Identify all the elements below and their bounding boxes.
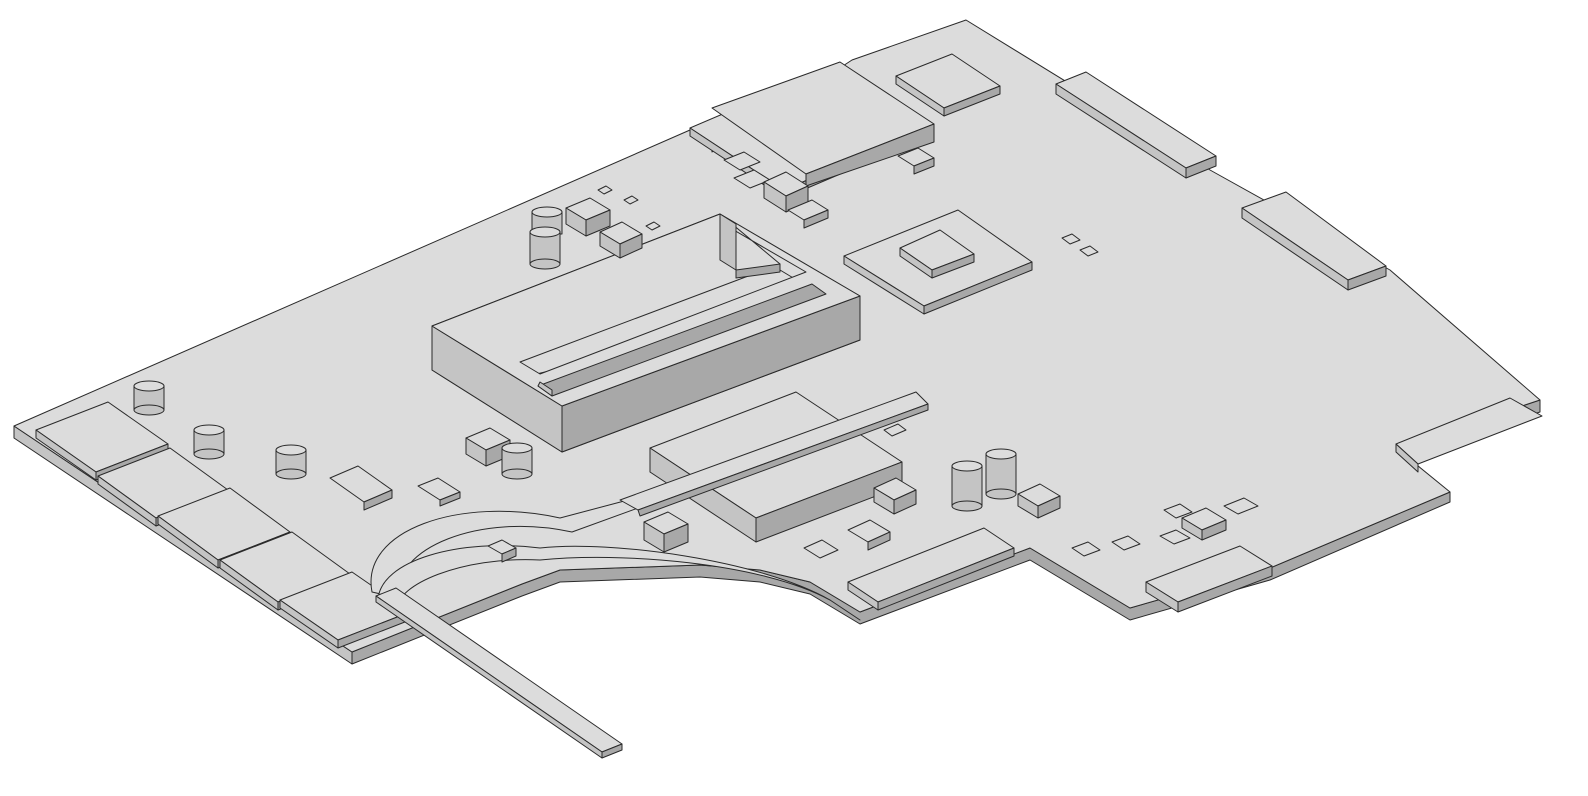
capacitor-8-top <box>985 448 1017 460</box>
smd-box-11-front <box>1037 495 1061 519</box>
capacitor-6-top <box>529 226 561 238</box>
slot-arm-inner-wall-2 <box>735 263 781 279</box>
smd-flat-6 <box>1163 503 1193 519</box>
gpu-substrate-front <box>923 261 1033 315</box>
smd-box-12-front <box>1201 519 1227 541</box>
right-connector-2-front <box>1347 265 1387 291</box>
smd-flat-2-front <box>867 531 891 551</box>
bottom-connector-2-front <box>1177 565 1273 613</box>
capacitor-2-top <box>193 424 225 436</box>
smd-box-2-front <box>619 233 643 259</box>
capacitor-1-bottom <box>133 404 165 416</box>
capacitor-8-bottom <box>985 488 1017 500</box>
capacitor-4 <box>501 442 533 480</box>
capacitor-5-top <box>531 206 563 218</box>
smd-small-1-front <box>501 547 517 563</box>
capacitor-7 <box>951 460 983 512</box>
smd-box-6-front <box>803 209 829 229</box>
smd-flat-7 <box>1159 529 1191 545</box>
capacitor-8 <box>985 448 1017 500</box>
capacitor-6 <box>529 226 561 270</box>
bottom-connectors <box>847 527 1273 613</box>
capacitor-7-bottom <box>951 500 983 512</box>
smd-box-3 <box>723 151 761 171</box>
slot-top-face <box>431 213 861 407</box>
smd-pair-1 <box>1061 233 1081 245</box>
capacitor-1-top <box>133 380 165 392</box>
smd-box-7-front <box>913 157 935 175</box>
left-edge-connectors <box>35 401 411 649</box>
capacitor-1 <box>133 380 165 416</box>
capacitor-2-bottom <box>193 448 225 460</box>
smd-box-10-front <box>893 489 917 515</box>
smd-pair-2 <box>1079 245 1099 257</box>
smd-flat-5 <box>1223 497 1259 515</box>
heat-pipe-tail-side <box>375 595 603 759</box>
heat-pipe-tail-top <box>375 587 623 753</box>
bottom-connector-1-front <box>877 547 1015 611</box>
capacitor-3 <box>275 444 307 480</box>
smd-flat-8 <box>1111 535 1141 551</box>
smd-flat-4 <box>883 423 907 437</box>
slot-arm-inner-wall <box>719 213 737 271</box>
gpu-die-front <box>931 253 975 279</box>
capacitor-7-top <box>951 460 983 472</box>
capacitor-2 <box>193 424 225 460</box>
slot-channel-inner <box>537 381 553 397</box>
capacitor-7-body <box>951 465 983 507</box>
heat-pipe-straight-front <box>637 403 929 517</box>
capacitor-8-body <box>985 453 1017 495</box>
smd-flat-1-front <box>439 491 461 507</box>
capacitor-4-top <box>501 442 533 454</box>
smd-flat-3 <box>803 539 839 559</box>
memory-slot <box>431 213 861 453</box>
capacitor-3-top <box>275 444 307 456</box>
capacitor-6-bottom <box>529 258 561 270</box>
capacitor-3-bottom <box>275 468 307 480</box>
smd-components <box>329 147 1259 563</box>
gpu-chip <box>843 209 1033 315</box>
right-edge-connectors <box>1055 71 1543 473</box>
right-connector-3-side <box>1395 443 1419 473</box>
smd-tiny-1 <box>597 185 613 195</box>
capacitor-4-bottom <box>501 468 533 480</box>
electrolytic-capacitors <box>133 206 1017 512</box>
smd-flat-9 <box>1071 541 1101 557</box>
heat-pipe <box>370 391 929 759</box>
smd-box-9-front <box>663 523 689 553</box>
right-connector-1-front <box>1185 155 1217 179</box>
smd-tiny-2 <box>623 195 639 205</box>
smd-ic-1-front <box>363 489 393 511</box>
top-chip-small-front <box>943 85 1001 117</box>
smd-tiny-3 <box>645 221 661 231</box>
top-chip-raised-front <box>805 123 935 187</box>
smd-box-1-front <box>585 209 611 237</box>
